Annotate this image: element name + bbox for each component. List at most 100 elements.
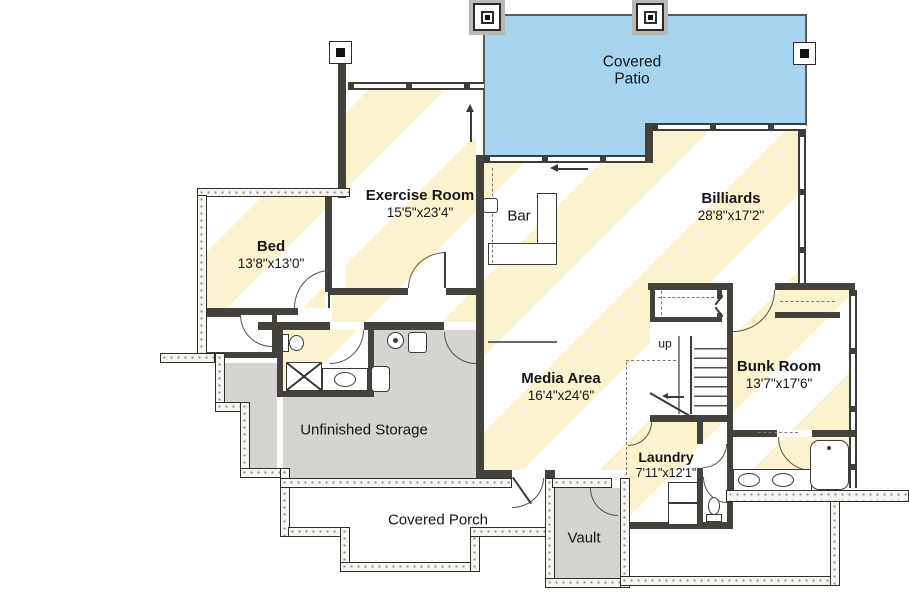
wall — [364, 322, 444, 330]
foundation-wall — [197, 195, 207, 363]
entry-arrow-icon — [558, 168, 588, 170]
wall — [277, 322, 283, 397]
foundation-wall — [620, 576, 840, 586]
covered-patio-floor — [484, 15, 652, 155]
window-wall — [484, 155, 652, 163]
sink-icon — [772, 473, 794, 487]
foundation-wall — [552, 478, 612, 488]
window-wall — [849, 290, 857, 488]
closet-wall — [717, 290, 722, 299]
wall — [325, 197, 332, 292]
post-icon — [329, 41, 352, 64]
entry-arrow-icon — [466, 104, 474, 112]
wall — [368, 330, 374, 397]
bar-label: Bar — [507, 207, 531, 225]
bar-sink-icon — [483, 198, 498, 213]
foundation-wall — [545, 478, 555, 588]
wall — [697, 422, 703, 444]
closet-wall — [650, 317, 722, 322]
foundation-wall — [280, 468, 290, 537]
window-wall — [348, 82, 484, 90]
unfinished-storage-label: Unfinished Storage — [300, 421, 428, 439]
wall — [775, 283, 855, 290]
wall — [727, 283, 733, 430]
furnace-icon — [408, 332, 427, 353]
wall — [812, 430, 855, 437]
wall — [207, 308, 298, 315]
stair-arrow-icon — [662, 393, 668, 399]
foundation-wall — [160, 353, 215, 363]
closet-rod — [780, 301, 835, 302]
patio-edge — [483, 15, 485, 155]
wall — [272, 312, 277, 357]
open-below-dashed — [626, 360, 676, 361]
wall — [727, 430, 733, 527]
foundation-wall — [620, 478, 630, 588]
foundation-wall — [288, 527, 348, 537]
foundation-wall — [240, 402, 250, 478]
covered-patio-floor — [652, 15, 806, 123]
stair-treads-icon — [694, 348, 727, 414]
washer-icon — [668, 482, 698, 503]
column-icon — [632, 0, 668, 35]
entry-arrow-icon — [550, 164, 558, 172]
column-icon — [469, 0, 505, 35]
dryer-icon — [668, 503, 698, 525]
vault-label: Vault — [567, 529, 601, 547]
storage-floor — [250, 410, 277, 478]
stairs-up-label: up — [658, 336, 672, 351]
open-below-dashed — [626, 362, 627, 475]
storage-floor — [283, 397, 374, 478]
sink-icon — [738, 473, 760, 487]
wall — [775, 312, 840, 318]
shower-icon — [286, 362, 322, 391]
window-wall — [798, 131, 806, 285]
closet-wall — [717, 313, 722, 322]
wall — [648, 283, 733, 290]
patio-edge — [805, 14, 807, 126]
closet-wall — [650, 290, 655, 322]
window-wall — [652, 123, 806, 131]
wall — [338, 64, 346, 90]
foundation-wall — [340, 562, 480, 572]
upper-cabinet-dashed — [492, 168, 493, 263]
foundation-wall — [197, 188, 350, 197]
billiards-floor — [652, 131, 798, 283]
stair-rail — [690, 336, 692, 414]
door-leaf — [444, 252, 446, 288]
wall — [446, 288, 484, 295]
wall — [338, 88, 346, 198]
water-heater-icon — [393, 338, 398, 343]
wall — [645, 123, 653, 163]
covered-porch-label: Covered Porch — [387, 511, 489, 529]
wall — [258, 322, 330, 330]
wall — [733, 430, 777, 437]
post-icon — [793, 42, 816, 65]
pocket-door-dashed — [758, 432, 798, 433]
covered-patio-label: Covered Patio — [602, 53, 662, 88]
bar-counter-icon — [488, 243, 557, 265]
closet-shelf — [658, 297, 714, 298]
tub-faucet-icon — [827, 446, 831, 450]
wall — [207, 352, 277, 358]
hall-floor — [332, 292, 476, 322]
toilet-icon — [289, 335, 304, 351]
sink-icon — [334, 372, 356, 387]
wall — [277, 391, 374, 397]
wall — [476, 155, 484, 330]
foundation-wall — [280, 478, 512, 488]
wall — [622, 522, 733, 529]
foundation-wall — [240, 468, 285, 478]
wall — [207, 312, 240, 317]
stair-guide — [678, 336, 680, 414]
entry-arrow-icon — [470, 112, 472, 142]
toilet-icon — [706, 514, 722, 522]
wall — [476, 330, 484, 478]
foundation-wall — [726, 490, 909, 502]
